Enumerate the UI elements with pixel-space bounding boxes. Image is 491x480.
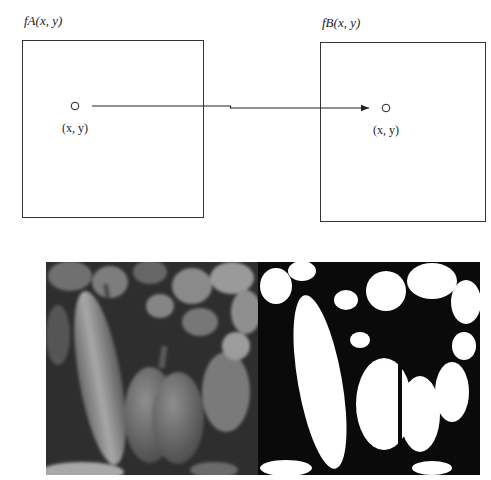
image-node: fB(x, y) (x, y) bbox=[320, 14, 486, 222]
pepper-stem bbox=[103, 284, 110, 299]
white-region bbox=[451, 280, 480, 324]
white-region bbox=[283, 292, 357, 473]
point-marker bbox=[381, 103, 391, 113]
pepper-stem bbox=[158, 346, 167, 369]
white-regions bbox=[260, 262, 480, 475]
bell-pepper bbox=[152, 372, 204, 464]
point-marker bbox=[70, 101, 80, 111]
white-region bbox=[350, 332, 370, 348]
pepper bbox=[92, 266, 128, 298]
threshold-photo bbox=[258, 262, 480, 475]
pepper bbox=[210, 262, 254, 294]
grayscale-photo bbox=[46, 262, 258, 475]
point-circle bbox=[71, 102, 79, 110]
pepper bbox=[146, 294, 174, 318]
pepper bbox=[222, 332, 250, 360]
image-node: fA(x, y) (x, y) bbox=[22, 12, 204, 218]
pepper bbox=[46, 462, 124, 475]
white-region bbox=[400, 376, 440, 452]
mapping-arrow bbox=[92, 106, 369, 108]
pepper bbox=[182, 308, 218, 336]
white-region bbox=[412, 461, 452, 475]
pepper bbox=[190, 462, 238, 475]
white-region bbox=[435, 362, 469, 422]
pepper bbox=[46, 305, 70, 365]
image-label: fA(x, y) bbox=[22, 12, 204, 30]
dark-gap bbox=[398, 360, 402, 450]
pepper bbox=[231, 290, 258, 334]
white-region bbox=[288, 262, 316, 281]
tall-pepper bbox=[64, 288, 136, 469]
white-region bbox=[260, 268, 292, 304]
sample-point: (x, y) bbox=[369, 103, 403, 137]
white-region bbox=[366, 271, 406, 311]
pepper bbox=[172, 268, 212, 304]
image-frame bbox=[22, 40, 204, 218]
sample-point: (x, y) bbox=[58, 101, 92, 135]
white-region bbox=[260, 460, 312, 475]
image-label: fB(x, y) bbox=[320, 14, 486, 32]
photo-ground bbox=[258, 262, 480, 475]
photo-ground bbox=[46, 262, 258, 475]
coordinate-label: (x, y) bbox=[58, 121, 92, 135]
pepper bbox=[133, 262, 167, 284]
image-frame bbox=[320, 42, 486, 222]
white-region bbox=[334, 290, 358, 310]
white-region bbox=[452, 332, 476, 360]
point-circle bbox=[382, 104, 390, 112]
white-region bbox=[407, 263, 457, 299]
pepper bbox=[202, 352, 250, 432]
coordinate-label: (x, y) bbox=[369, 123, 403, 137]
pepper bbox=[48, 262, 92, 291]
pepper-shapes bbox=[46, 262, 258, 475]
